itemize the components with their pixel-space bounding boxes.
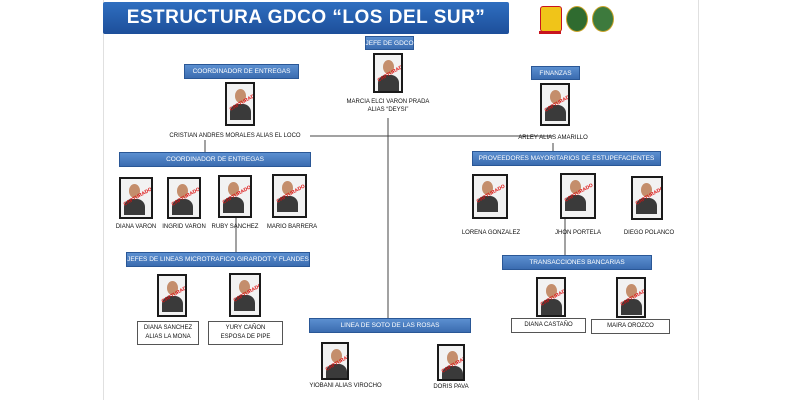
photo-yiobani: CAPTURADO (321, 342, 349, 380)
person-head (550, 90, 561, 104)
name-jefe-line1: MARCIA ELCI VARON PRADA (346, 99, 430, 105)
name-diana-sanchez-line2: ALIAS LA MONA (145, 334, 191, 340)
photo-yury-canon: CAPTURADO (229, 273, 261, 317)
person-body (541, 299, 562, 315)
person-head (228, 182, 239, 196)
label-coordinador-2: COORDINADOR DE ENTREGAS (119, 152, 311, 167)
person-head (282, 181, 293, 195)
name-coordinador-1: CRISTIAN ANDRES MORALES ALIAS EL LOCO (169, 133, 301, 139)
name-diego-polanco: DIEGO POLANCO (623, 230, 675, 236)
police-emblem-icon (592, 6, 614, 32)
label-coordinador-1: COORDINADOR DE ENTREGAS (184, 64, 299, 79)
photo-jhon-portela: CAPTURADO (560, 173, 596, 219)
person-body (223, 197, 244, 213)
person-head (546, 284, 557, 298)
photo-jefe: CAPTURADO (373, 53, 403, 93)
emblem-ribbon (539, 31, 561, 34)
person-body (277, 196, 298, 212)
person-head (129, 184, 140, 198)
name-jefe-line2: ALIAS “DEYSI” (367, 107, 409, 113)
person-head (482, 181, 493, 195)
person-body (162, 296, 183, 312)
label-finanzas: FINANZAS (531, 66, 580, 80)
label-jefe: JEFE DE GDCO (365, 36, 414, 50)
name-ruby-sanchez: RUBY SANCHEZ (211, 224, 259, 230)
person-body (477, 196, 498, 212)
person-body (378, 75, 399, 91)
person-head (570, 180, 581, 194)
person-head (331, 349, 342, 363)
label-jefes-lineas: JEFES DE LINEAS MICROTRAFICO GIRARDOT Y … (126, 252, 310, 267)
person-body (636, 198, 657, 214)
box-maira-orozco: MAIRA OROZCO (591, 319, 670, 334)
box-yury-canon: YURY CAÑON ESPOSA DE PIPE (208, 321, 283, 345)
person-head (177, 184, 188, 198)
photo-ingrid-varon: CAPTURADO (167, 177, 201, 219)
person-head (641, 183, 652, 197)
person-body (545, 105, 566, 121)
person-body (230, 104, 251, 120)
photo-diana-varon: CAPTURADO (119, 177, 153, 219)
label-transacciones: TRANSACCIONES BANCARIAS (502, 255, 652, 270)
person-head (383, 60, 394, 74)
photo-coordinador-1: CAPTURADO (225, 82, 255, 126)
name-yury-canon-line1: YURY CAÑON (225, 325, 266, 331)
person-head (626, 284, 637, 298)
box-diana-castano: DIANA CASTAÑO (511, 318, 586, 333)
name-doris-pava: DORIS PAVA (433, 384, 469, 390)
name-lorena-gonzalez: LORENA GONZALEZ (461, 230, 521, 236)
label-linea-soto: LINEA DE SOTO DE LAS ROSAS (309, 318, 471, 333)
person-body (172, 199, 193, 215)
page-title: ESTRUCTURA GDCO “LOS DEL SUR” (103, 2, 509, 34)
photo-lorena-gonzalez: CAPTURADO (472, 174, 508, 219)
name-jefe: MARCIA ELCI VARON PRADA ALIAS “DEYSI” (335, 98, 441, 114)
person-body (234, 295, 255, 311)
name-mario-barrera: MARIO BARRERA (266, 224, 318, 230)
person-head (167, 281, 178, 295)
photo-diana-sanchez: CAPTURADO (157, 274, 187, 317)
name-ingrid-varon: INGRID VARON (162, 224, 206, 230)
person-body (326, 364, 347, 378)
name-yury-canon-line2: ESPOSA DE PIPE (220, 334, 271, 340)
box-diana-sanchez: DIANA SANCHEZ ALIAS LA MONA (137, 321, 199, 345)
name-diana-varon: DIANA VARON (115, 224, 157, 230)
person-body (442, 366, 463, 379)
person-head (239, 280, 250, 294)
person-body (621, 299, 642, 315)
person-head (235, 89, 246, 103)
photo-maira-orozco: CAPTURADO (616, 277, 646, 318)
label-proveedores: PROVEEDORES MAYORITARIOS DE ESTUPEFACIEN… (472, 151, 661, 166)
photo-diego-polanco: CAPTURADO (631, 176, 663, 220)
name-finanzas: ARLEY ALIAS AMARILLO (518, 135, 588, 141)
army-emblem-icon (566, 6, 588, 32)
person-head (447, 351, 458, 365)
name-maira-orozco: MAIRA OROZCO (607, 323, 654, 329)
person-body (124, 199, 145, 215)
photo-diana-castano: CAPTURADO (536, 277, 566, 317)
name-yiobani: YIOBANI ALIAS VIROCHO (309, 383, 382, 389)
photo-finanzas: CAPTURADO (540, 83, 570, 126)
name-jhon-portela: JHON PORTELA (555, 230, 601, 236)
name-diana-sanchez-line1: DIANA SANCHEZ (143, 325, 193, 331)
photo-ruby-sanchez: CAPTURADO (218, 175, 252, 218)
photo-mario-barrera: CAPTURADO (272, 174, 307, 218)
name-diana-castano: DIANA CASTAÑO (524, 322, 573, 328)
person-body (565, 195, 586, 211)
photo-doris-pava: CAPTURADO (437, 344, 465, 381)
